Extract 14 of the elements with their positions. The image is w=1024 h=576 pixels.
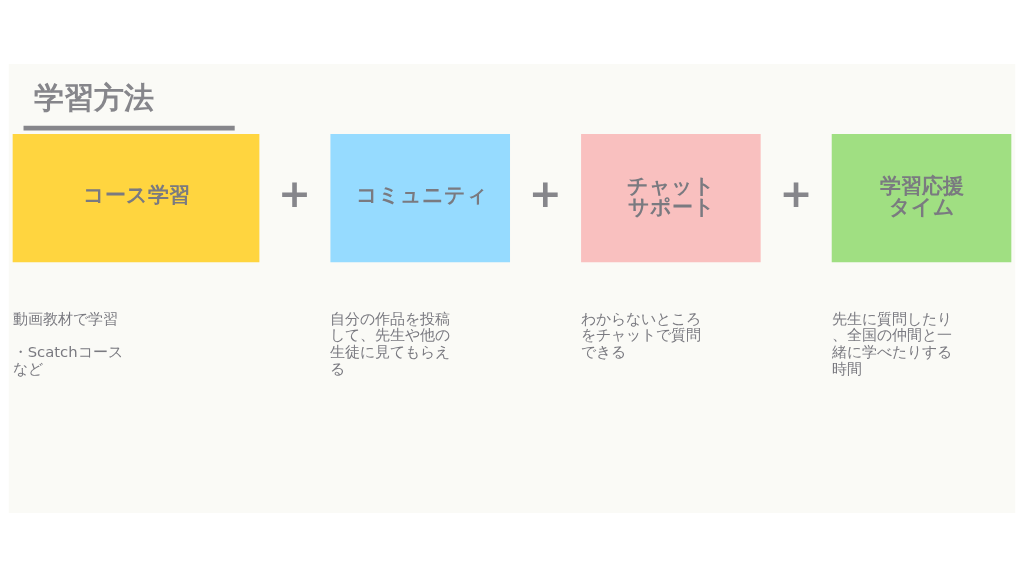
node-label: わからないところをチャットで質問できる (581, 309, 702, 360)
label: + (278, 169, 312, 216)
node-label: 自分の作品を投稿して、先生や他の生徒に見てもらえる (330, 309, 451, 377)
label: + (779, 169, 813, 216)
node-label: 動画教材で学習 (12, 309, 118, 327)
node-label: など (12, 359, 43, 377)
node-label: ・Scatchコース (12, 342, 123, 360)
node-box: チャットサポート (581, 133, 761, 262)
node-box: コース学習 (12, 133, 260, 262)
diagram-title: 学習方法 (33, 80, 154, 115)
node-box: 学習応援タイム (831, 133, 1012, 262)
label: + (528, 169, 562, 216)
node-label: 先生に質問したり、全国の仲間と一緒に学べたりする時間 (831, 309, 952, 377)
node-box: コミュニティ (330, 133, 511, 262)
